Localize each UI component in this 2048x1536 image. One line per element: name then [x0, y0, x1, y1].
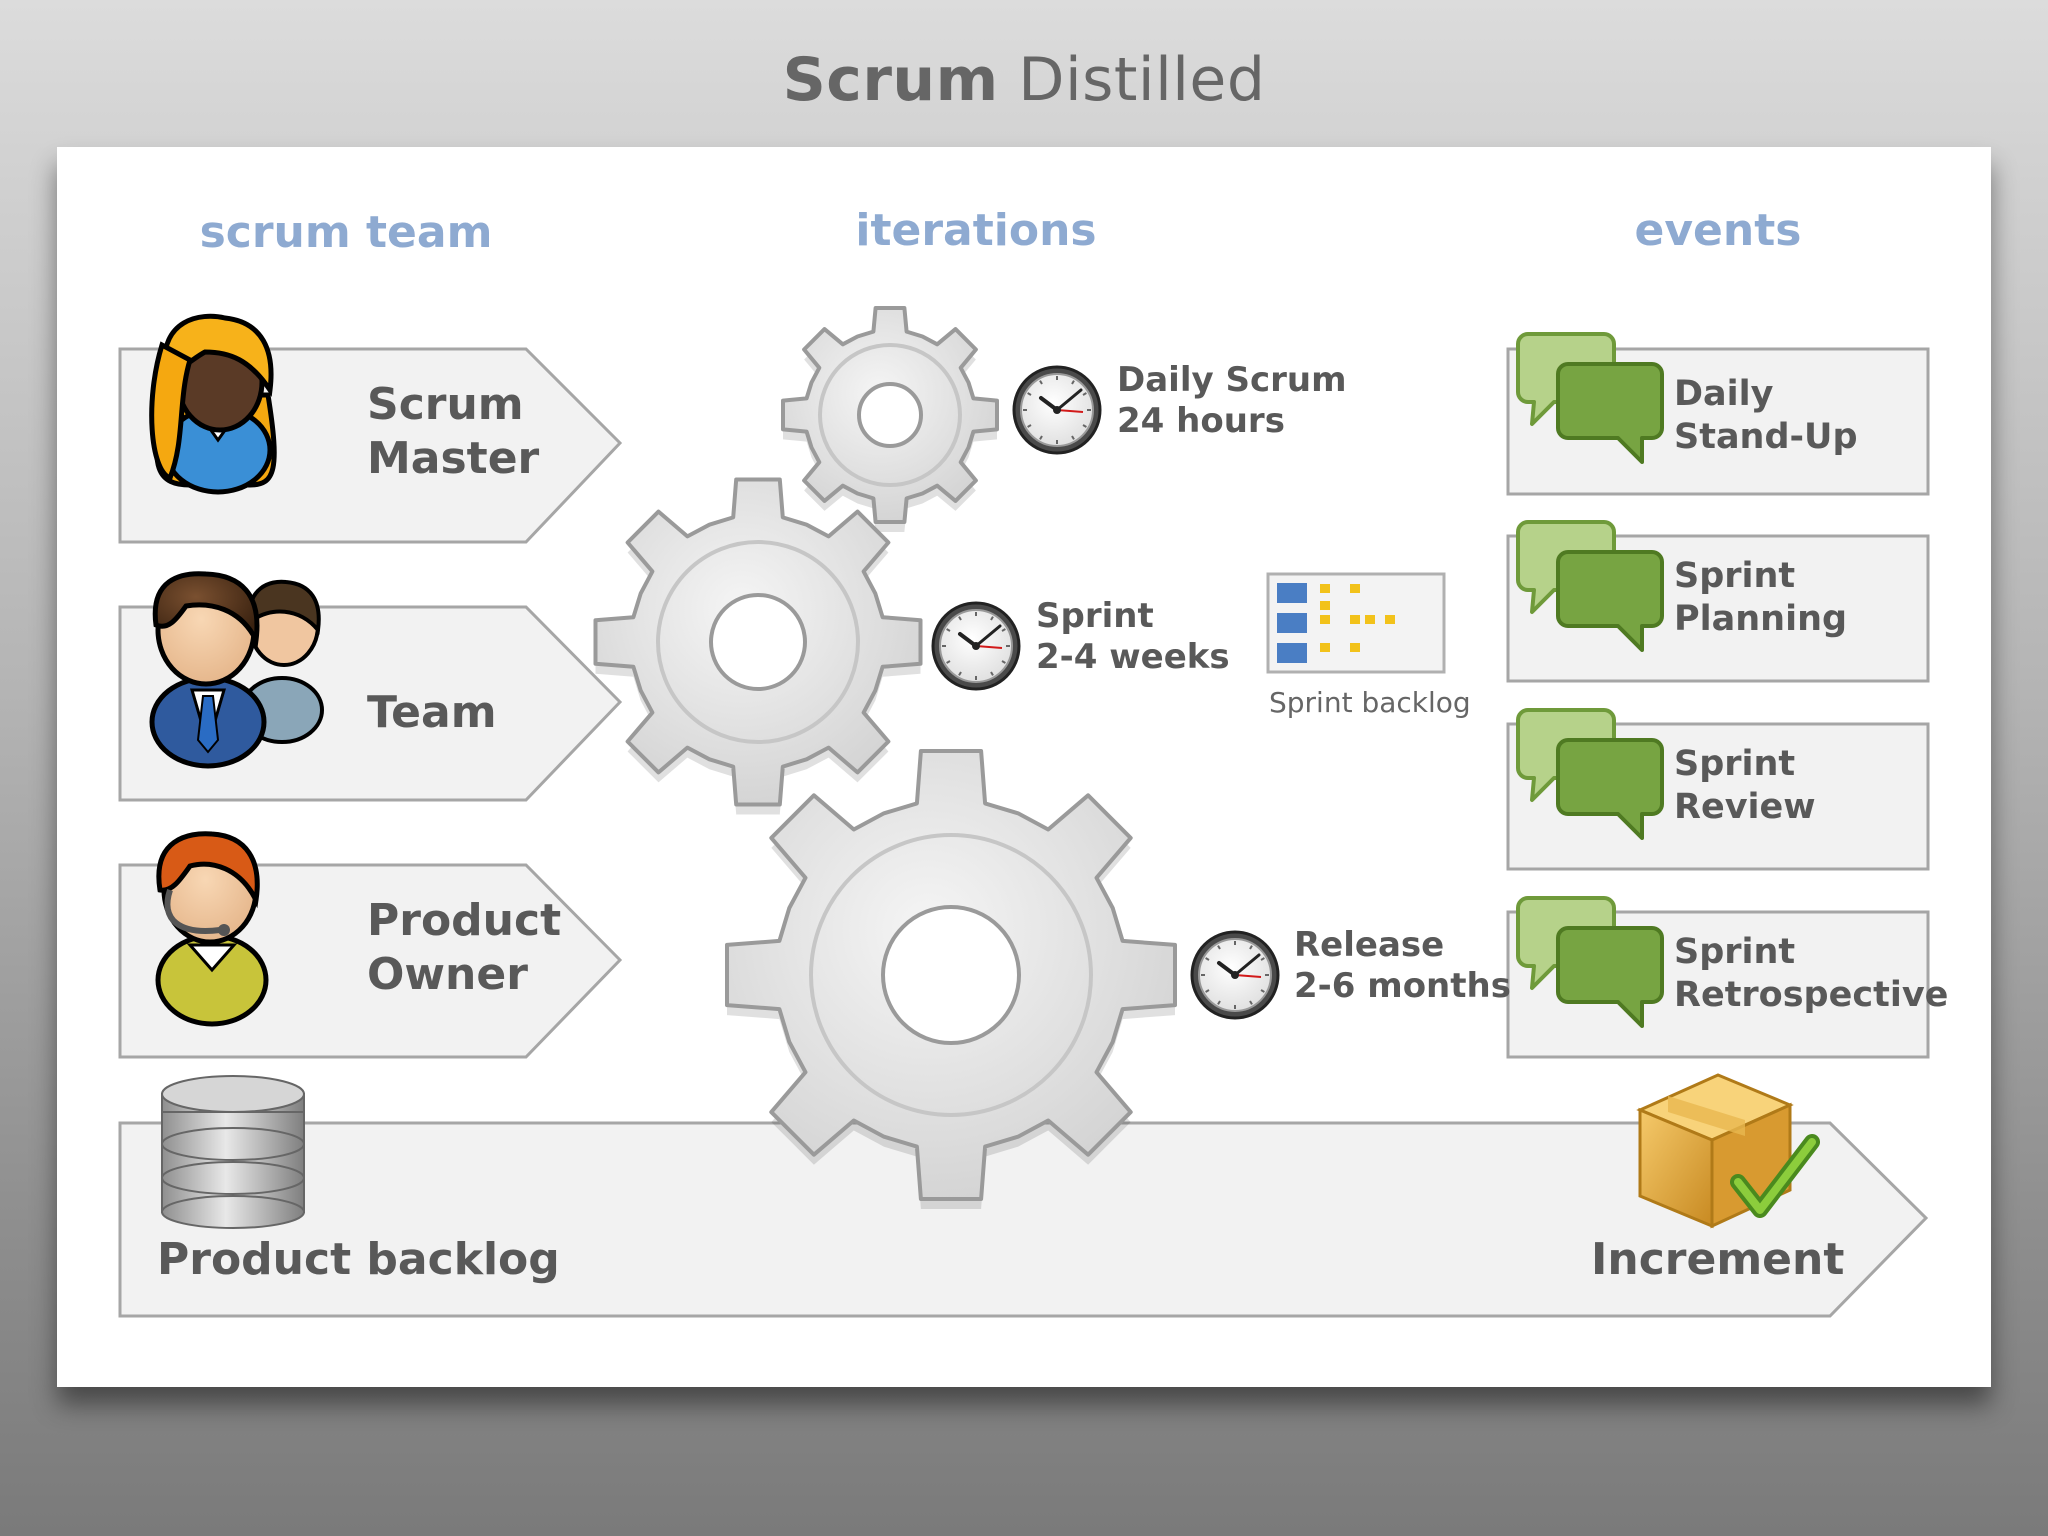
clock-label-release: Release 2-6 months	[1294, 925, 1511, 1008]
scrum-master-avatar-icon	[149, 313, 277, 495]
title-normal-word: Distilled	[1018, 45, 1266, 115]
increment-package-icon	[1636, 1073, 1820, 1229]
product-backlog-arrow	[118, 1121, 1929, 1318]
iteration-gears	[593, 306, 1177, 1209]
role-label-line: Product	[367, 895, 562, 946]
column-heading-iterations: iterations	[855, 205, 1097, 256]
event-bubbles	[1516, 332, 1664, 1028]
event-label-line: Sprint	[1674, 556, 1796, 596]
gear-large-icon	[725, 749, 1177, 1209]
gear-medium-icon	[593, 477, 923, 815]
event-label-sprint-retrospective: Sprint Retrospective	[1674, 931, 1948, 1016]
clock-label-daily-scrum: Daily Scrum 24 hours	[1117, 360, 1347, 443]
event-label-sprint-review: Sprint Review	[1674, 743, 1816, 828]
role-label-scrum-master: Scrum Master	[367, 378, 539, 485]
clock-label-line: 24 hours	[1117, 401, 1285, 442]
product-owner-avatar-icon	[155, 831, 269, 1027]
event-label-line: Planning	[1674, 598, 1848, 639]
clock-daily-icon	[1012, 365, 1102, 455]
event-label-line: Sprint	[1674, 744, 1796, 784]
title-bold-word: Scrum	[782, 45, 999, 115]
event-label-line: Stand-Up	[1674, 416, 1858, 457]
gear-small-icon	[781, 306, 999, 532]
team-member-front-icon	[149, 571, 267, 769]
chat-bubbles-review-icon	[1516, 708, 1664, 840]
increment-label: Increment	[1591, 1234, 1845, 1285]
chat-bubbles-planning-icon	[1516, 520, 1664, 652]
event-label-line: Review	[1674, 786, 1816, 827]
column-heading-events: events	[1634, 205, 1802, 256]
column-heading-scrum-team: scrum team	[199, 207, 493, 258]
event-label-line: Retrospective	[1674, 974, 1949, 1015]
slide-title: Scrum Distilled	[0, 40, 2048, 120]
iteration-clocks	[931, 365, 1280, 1020]
database-icon	[161, 1075, 305, 1229]
clock-release-icon	[1190, 930, 1280, 1020]
sprint-backlog-board-icon	[1266, 572, 1446, 674]
role-label-line: Scrum	[367, 379, 524, 430]
chat-bubbles-retrospective-icon	[1516, 896, 1664, 1028]
clock-label-line: 2-4 weeks	[1036, 637, 1230, 678]
sprint-backlog-label: Sprint backlog	[1269, 686, 1471, 719]
product-backlog-label: Product backlog	[157, 1234, 560, 1285]
clock-label-line: 2-6 months	[1294, 966, 1511, 1007]
role-label-team: Team	[367, 686, 497, 740]
clock-label-line: Sprint	[1036, 596, 1154, 636]
clock-label-sprint: Sprint 2-4 weeks	[1036, 596, 1230, 679]
role-label-line: Master	[367, 432, 540, 484]
clock-sprint-icon	[931, 601, 1021, 691]
role-label-line: Owner	[367, 948, 528, 1000]
event-label-line: Sprint	[1674, 932, 1796, 972]
clock-label-line: Release	[1294, 925, 1445, 965]
clock-label-line: Daily Scrum	[1117, 360, 1347, 400]
chat-bubbles-daily-standup-icon	[1516, 332, 1664, 464]
role-label-product-owner: Product Owner	[367, 894, 561, 1001]
event-label-daily-standup: Daily Stand-Up	[1674, 373, 1858, 458]
event-label-sprint-planning: Sprint Planning	[1674, 555, 1847, 640]
team-avatar-icon	[149, 571, 324, 769]
event-label-line: Daily	[1674, 374, 1774, 414]
role-label-line: Team	[367, 687, 497, 738]
